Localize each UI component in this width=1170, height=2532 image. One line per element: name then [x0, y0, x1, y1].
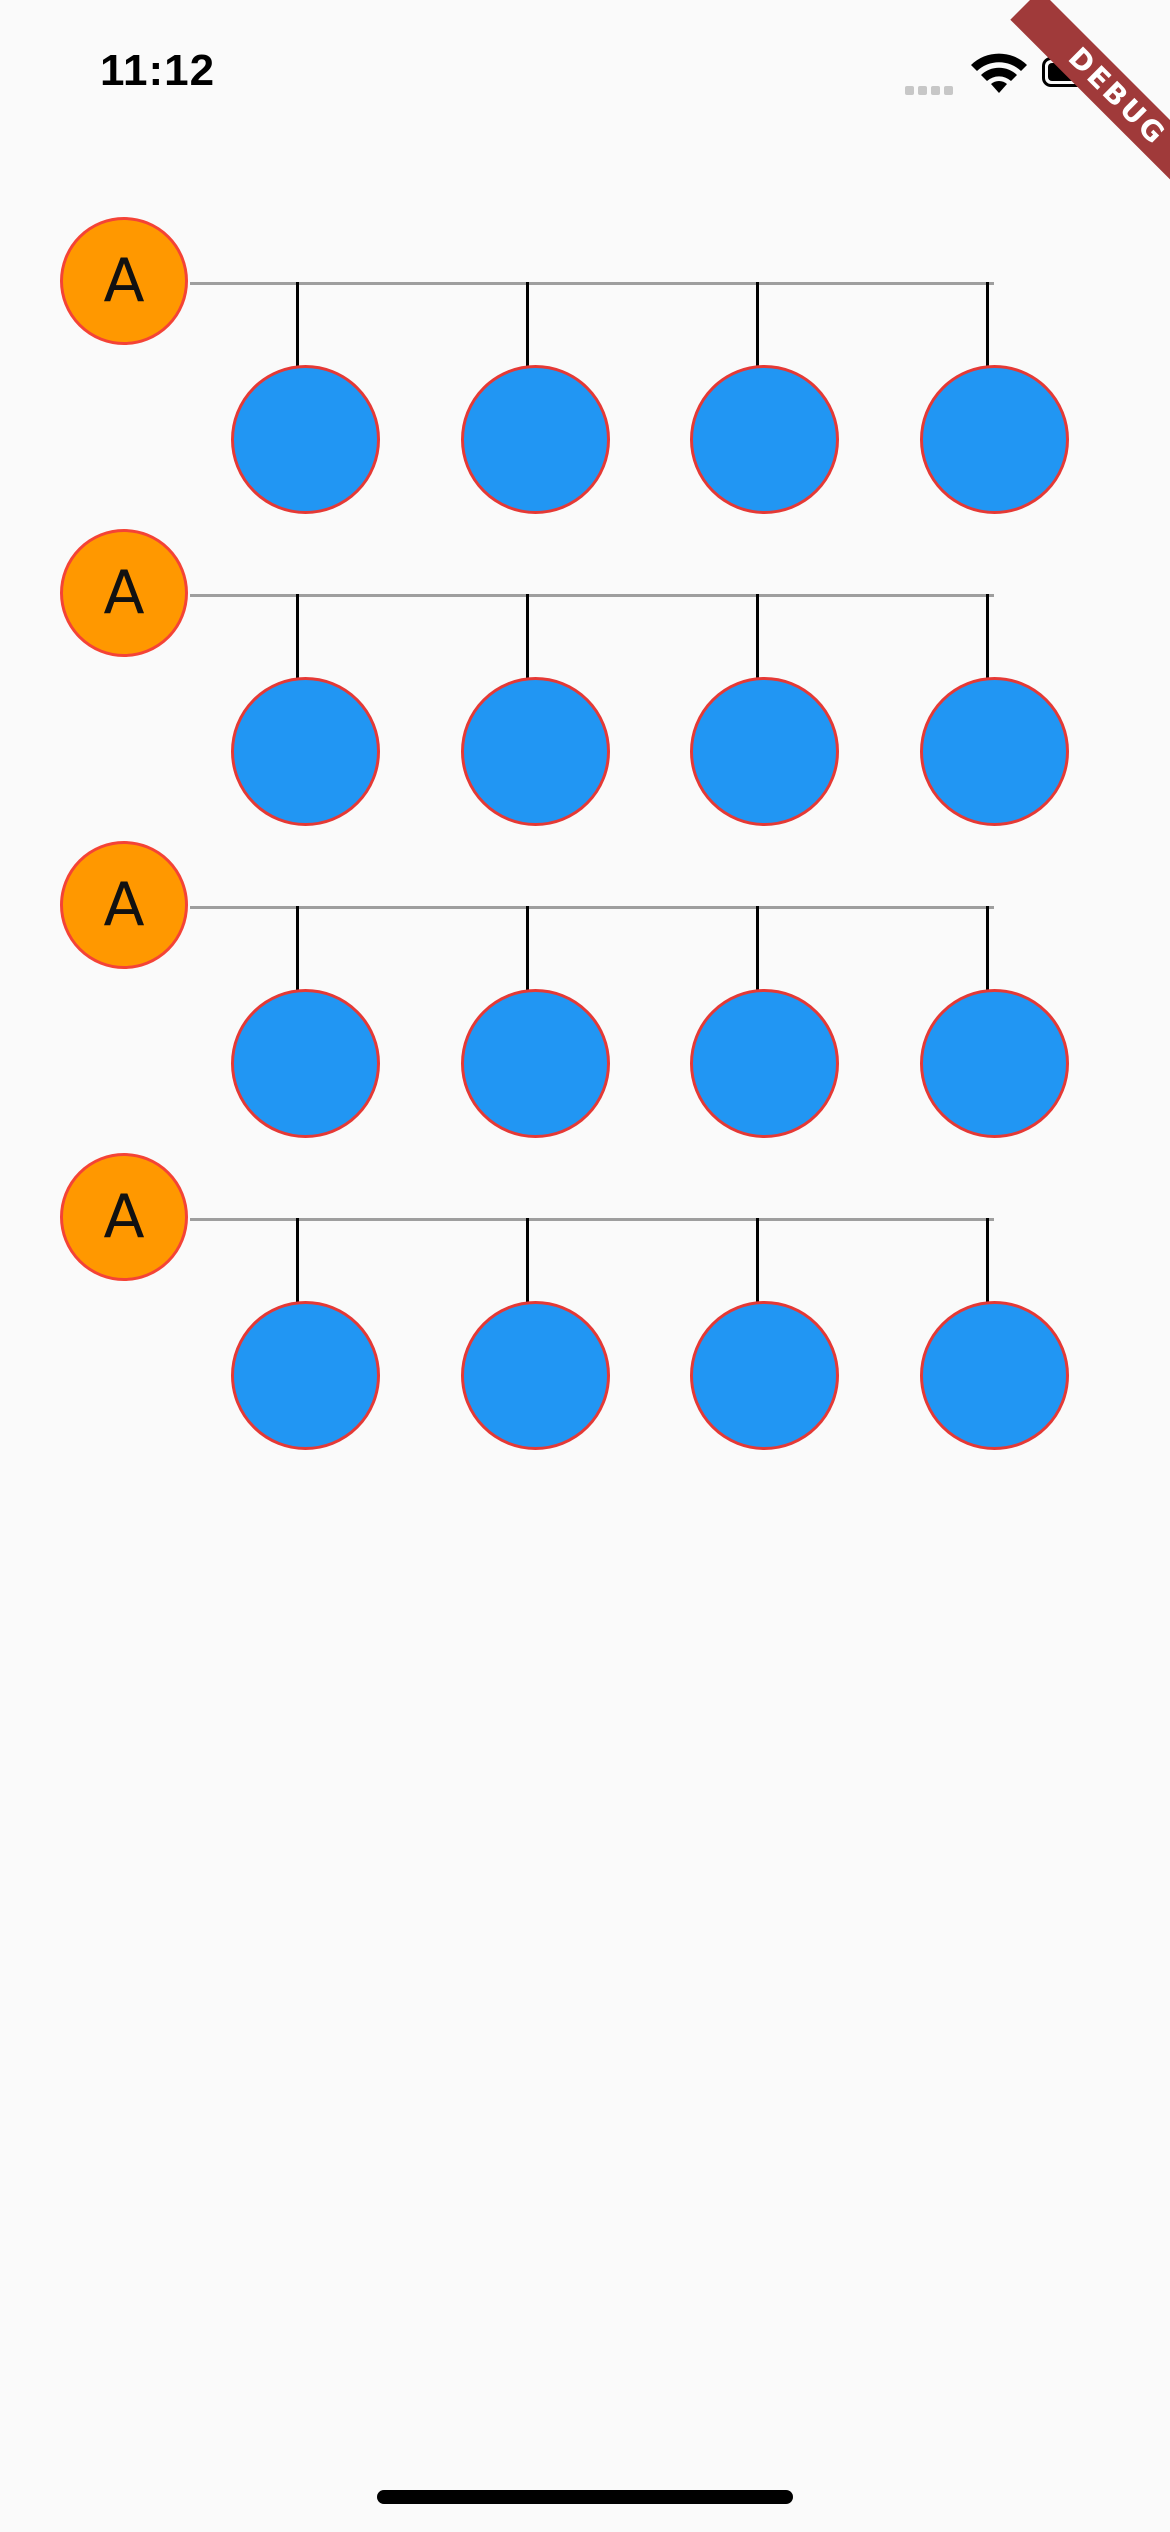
root-node[interactable]: A [60, 529, 188, 657]
tree-row: A [0, 826, 1170, 1138]
child-node[interactable] [461, 365, 610, 514]
debug-banner: DEBUG [1010, 0, 1170, 204]
wifi-icon [971, 53, 1027, 93]
tree-row: A [0, 514, 1170, 826]
child-node[interactable] [920, 989, 1069, 1138]
tree-branch-line [296, 282, 299, 368]
child-node[interactable] [461, 1301, 610, 1450]
root-node[interactable]: A [60, 217, 188, 345]
child-node[interactable] [461, 989, 610, 1138]
tree-branch-line [986, 1218, 989, 1304]
cellular-signal-icon [905, 82, 957, 100]
child-node[interactable] [690, 365, 839, 514]
home-indicator[interactable] [377, 2490, 793, 2504]
tree-row: A [0, 202, 1170, 514]
tree-row: A [0, 1138, 1170, 1450]
root-node[interactable]: A [60, 841, 188, 969]
tree-branch-line [296, 594, 299, 680]
child-node[interactable] [231, 365, 380, 514]
tree-branch-line [756, 594, 759, 680]
child-node[interactable] [690, 677, 839, 826]
tree-branch-line [296, 1218, 299, 1304]
tree-branch-line [756, 906, 759, 992]
tree-branch-line [756, 1218, 759, 1304]
tree-connector-line [190, 906, 994, 909]
child-node[interactable] [690, 1301, 839, 1450]
child-node[interactable] [920, 365, 1069, 514]
child-node[interactable] [231, 1301, 380, 1450]
child-node[interactable] [231, 677, 380, 826]
tree-connector-line [190, 282, 994, 285]
tree-branch-line [526, 282, 529, 368]
tree-branch-line [986, 906, 989, 992]
tree-branch-line [526, 1218, 529, 1304]
tree-connector-line [190, 1218, 994, 1221]
tree-connector-line [190, 594, 994, 597]
status-time: 11:12 [100, 46, 216, 95]
tree-branch-line [296, 906, 299, 992]
tree-branch-line [986, 282, 989, 368]
child-node[interactable] [231, 989, 380, 1138]
root-node[interactable]: A [60, 1153, 188, 1281]
child-node[interactable] [920, 677, 1069, 826]
child-node[interactable] [920, 1301, 1069, 1450]
tree-branch-line [526, 906, 529, 992]
tree-branch-line [756, 282, 759, 368]
child-node[interactable] [690, 989, 839, 1138]
tree-branch-line [526, 594, 529, 680]
child-node[interactable] [461, 677, 610, 826]
tree-branch-line [986, 594, 989, 680]
